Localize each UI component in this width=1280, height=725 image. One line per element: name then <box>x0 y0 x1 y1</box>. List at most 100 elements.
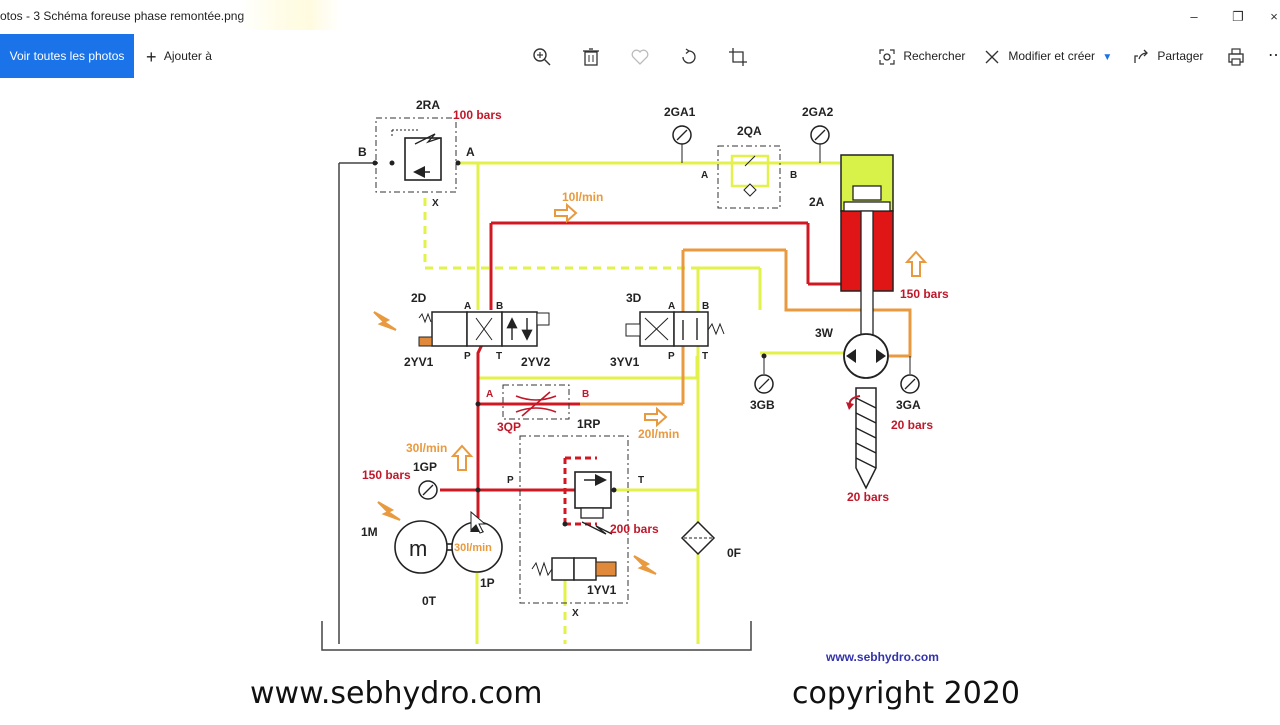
label-3d-p: P <box>668 351 675 362</box>
delete-icon[interactable] <box>580 46 602 68</box>
label-1rp: 1RP <box>577 417 600 431</box>
title-bar: otos - 3 Schéma foreuse phase remontée.p… <box>0 0 1280 34</box>
label-3ga: 3GA <box>896 398 921 412</box>
pressure-relief-1rp <box>519 435 629 604</box>
return-lines <box>423 161 845 644</box>
flow-arrows <box>373 202 928 575</box>
label-pump-flow: 30l/min <box>454 542 492 554</box>
print-icon[interactable] <box>1225 46 1247 68</box>
label-0t: 0T <box>422 594 437 608</box>
label-drill-pressure: 20 bars <box>847 490 889 504</box>
label-rp-t: T <box>638 475 644 486</box>
plus-icon: + <box>146 46 157 67</box>
label-x-rp: X <box>572 608 579 619</box>
gauge-2ga2 <box>810 125 830 163</box>
edit-create-button[interactable]: Modifier et créer ▼ <box>983 34 1112 78</box>
label-3yv1: 3YV1 <box>610 355 640 369</box>
label-1m: 1M <box>361 525 378 539</box>
label-2d-t: T <box>496 351 502 362</box>
label-2d-b: B <box>496 301 503 312</box>
hydraulic-schematic: 2RA 100 bars B A X 2GA1 2GA2 2QA A B 2A … <box>321 98 949 651</box>
title-glow <box>240 0 340 30</box>
label-x-ra: X <box>432 198 439 209</box>
label-200-bars: 200 bars <box>610 522 659 536</box>
label-150-bars: 150 bars <box>900 287 949 301</box>
cylinder-2a <box>840 154 894 342</box>
label-2qa: 2QA <box>737 124 762 138</box>
label-2ga2: 2GA2 <box>802 105 834 119</box>
share-icon <box>1134 49 1148 63</box>
label-2d-a: A <box>464 301 471 312</box>
label-3d-b: B <box>702 301 709 312</box>
see-all-photos-button[interactable]: Voir toutes les photos <box>0 34 134 78</box>
label-3d-t: T <box>702 351 708 362</box>
share-button[interactable]: Partager <box>1132 34 1203 78</box>
label-2ra: 2RA <box>416 98 440 112</box>
label-2ga1: 2GA1 <box>664 105 696 119</box>
directional-valve-3d <box>625 311 725 347</box>
zoom-in-icon[interactable] <box>531 46 553 68</box>
directional-valve-2d <box>418 311 550 347</box>
label-2yv1: 2YV1 <box>404 355 434 369</box>
flow-control-2qa <box>717 145 781 209</box>
add-to-label: Ajouter à <box>163 49 212 63</box>
label-2d-p: P <box>464 351 471 362</box>
window-title: otos - 3 Schéma foreuse phase remontée.p… <box>0 9 245 23</box>
label-motor-m: m <box>409 536 427 561</box>
edit-create-label: Modifier et créer <box>1008 49 1096 63</box>
label-1gp: 1GP <box>413 460 437 474</box>
more-options-icon[interactable]: ⋯ <box>1268 47 1280 64</box>
label-a-qa: A <box>701 170 708 181</box>
label-0f: 0F <box>727 546 741 560</box>
footer-site: www.sebhydro.com <box>250 676 543 711</box>
label-flow-10: 10l/min <box>562 190 603 204</box>
flow-control-3qp <box>475 384 570 420</box>
search-label: Rechercher <box>903 49 966 63</box>
tank-outline <box>321 621 752 651</box>
relief-valve-2ra <box>372 117 461 193</box>
gauge-2ga1 <box>672 125 692 163</box>
filter-0f <box>680 520 716 556</box>
label-1p: 1P <box>480 576 495 590</box>
footer-copyright: copyright 2020 <box>792 676 1021 711</box>
label-rp-p: P <box>507 475 514 486</box>
watermark-small: www.sebhydro.com <box>826 650 939 664</box>
label-2a: 2A <box>809 195 825 209</box>
gauge-1gp <box>418 480 481 500</box>
chevron-down-icon: ▼ <box>1102 52 1113 63</box>
label-a-ra: A <box>466 145 475 159</box>
image-viewer: 2RA 100 bars B A X 2GA1 2GA2 2QA A B 2A … <box>0 78 1280 720</box>
label-3qp: 3QP <box>497 420 521 434</box>
label-3d-a: A <box>668 301 675 312</box>
favorite-icon[interactable] <box>629 46 651 68</box>
edit-icon <box>985 50 999 64</box>
label-2yv2: 2YV2 <box>521 355 551 369</box>
label-flow-20: 20l/min <box>638 427 679 441</box>
label-150-bars-pump: 150 bars <box>362 468 411 482</box>
label-b-qa: B <box>790 170 797 181</box>
label-3d: 3D <box>626 291 642 305</box>
label-2d: 2D <box>411 291 427 305</box>
label-3w: 3W <box>815 326 834 340</box>
mouse-cursor-icon <box>470 510 487 534</box>
label-3qp-a: A <box>486 389 493 400</box>
search-button[interactable]: Rechercher <box>878 34 965 78</box>
crop-icon[interactable] <box>727 46 749 68</box>
minimize-icon[interactable]: – <box>1190 9 1198 24</box>
close-icon[interactable]: × <box>1270 9 1278 24</box>
label-b-left: B <box>358 145 367 159</box>
visual-search-icon <box>879 49 895 65</box>
label-3qp-b: B <box>582 389 589 400</box>
label-2ra-pressure: 100 bars <box>453 108 502 122</box>
drill-bit <box>846 387 877 490</box>
label-1yv1: 1YV1 <box>587 583 617 597</box>
add-to-button[interactable]: + Ajouter à <box>146 34 212 78</box>
hydraulic-motor-3w <box>754 333 920 394</box>
label-flow-30: 30l/min <box>406 441 447 455</box>
rotate-icon[interactable] <box>678 46 700 68</box>
toolbar: Voir toutes les photos + Ajouter à Reche… <box>0 34 1280 78</box>
share-label: Partager <box>1157 49 1204 63</box>
electric-motor-1m <box>394 520 452 574</box>
restore-icon[interactable]: ❐ <box>1232 9 1244 24</box>
label-3ga-pressure: 20 bars <box>891 418 933 432</box>
